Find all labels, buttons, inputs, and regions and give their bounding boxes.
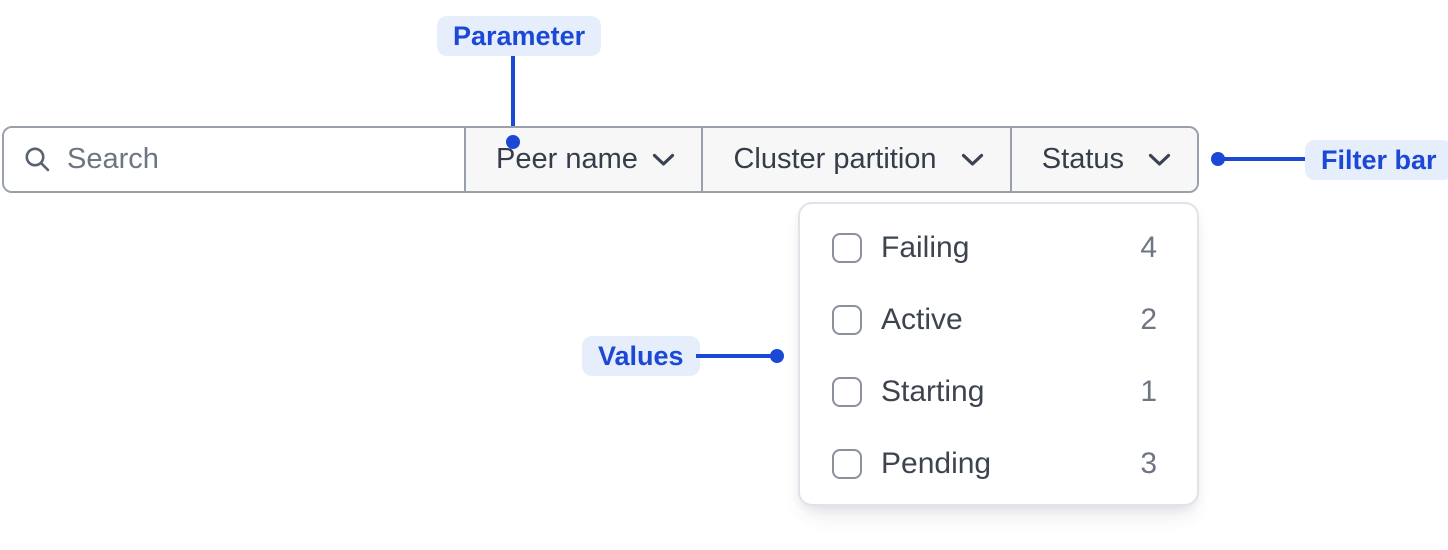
chevron-down-icon <box>1148 153 1171 166</box>
dropdown-cluster-partition-label: Cluster partition <box>733 143 937 175</box>
values-annotation-label: Values <box>582 336 700 376</box>
filter-bar-connector-dot <box>1211 152 1225 166</box>
menu-option-starting[interactable]: Starting 1 <box>800 356 1197 428</box>
checkbox-starting[interactable] <box>832 377 862 407</box>
search-icon <box>25 147 50 172</box>
search-input[interactable] <box>67 143 444 176</box>
menu-option-pending[interactable]: Pending 3 <box>800 428 1197 500</box>
values-connector-line <box>696 354 774 358</box>
option-count: 3 <box>1140 447 1157 480</box>
values-connector-dot <box>770 349 784 363</box>
option-label: Starting <box>881 375 985 408</box>
menu-option-failing[interactable]: Failing 4 <box>800 212 1197 284</box>
menu-option-active[interactable]: Active 2 <box>800 284 1197 356</box>
dropdown-status[interactable]: Status <box>1009 128 1197 191</box>
dropdown-peer-name-label: Peer name <box>496 143 638 175</box>
parameter-connector-dot <box>506 135 520 149</box>
checkbox-active[interactable] <box>832 305 862 335</box>
parameter-annotation-label: Parameter <box>437 16 602 56</box>
filter-bar-annotation-label: Filter bar <box>1305 140 1448 180</box>
filter-bar-connector-line <box>1218 157 1306 161</box>
option-label: Active <box>881 303 963 336</box>
dropdown-cluster-partition[interactable]: Cluster partition <box>701 128 1010 191</box>
option-label: Failing <box>881 231 970 264</box>
chevron-down-icon <box>653 153 675 166</box>
search-box[interactable] <box>4 128 464 191</box>
parameter-connector-line <box>511 56 515 138</box>
chevron-down-icon <box>961 153 983 166</box>
option-count: 4 <box>1140 231 1157 264</box>
checkbox-failing[interactable] <box>832 233 862 263</box>
option-count: 2 <box>1140 303 1157 336</box>
status-filter-menu: Failing 4 Active 2 Starting 1 Pending 3 <box>798 202 1199 506</box>
dropdown-peer-name[interactable]: Peer name <box>464 128 702 191</box>
option-label: Pending <box>881 447 992 480</box>
checkbox-pending[interactable] <box>832 449 862 479</box>
option-count: 1 <box>1140 375 1157 408</box>
dropdown-status-label: Status <box>1041 143 1125 175</box>
filter-bar: Peer name Cluster partition Status <box>2 126 1199 193</box>
